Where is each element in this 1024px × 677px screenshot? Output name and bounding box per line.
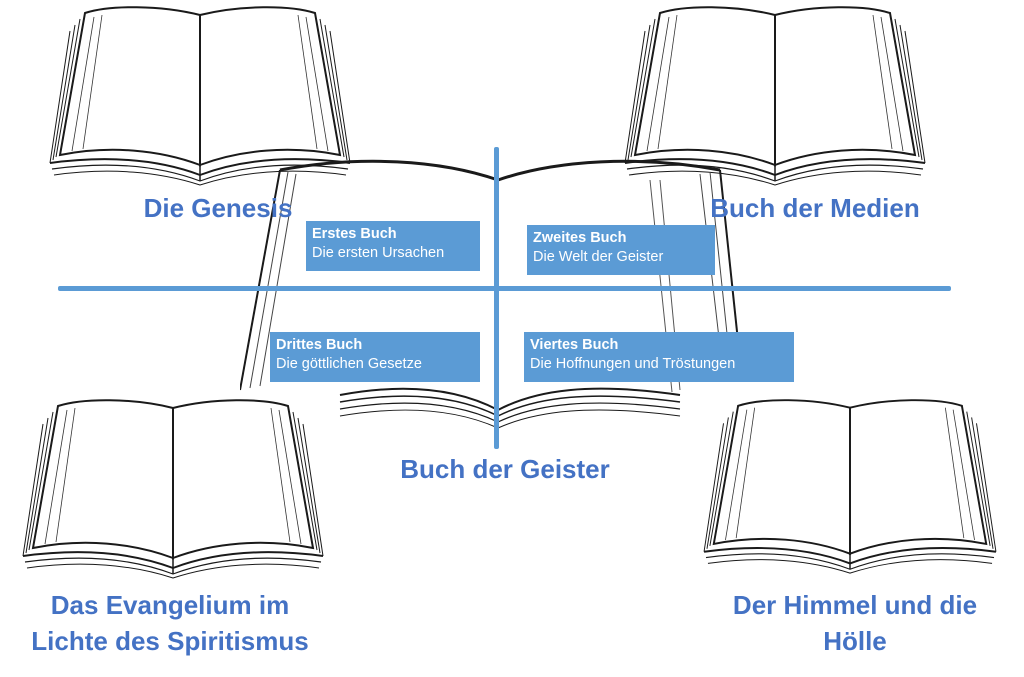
quadrant-box-3-title: Drittes Buch xyxy=(276,337,363,353)
vertical-axis-line xyxy=(494,147,499,449)
title-medien: Buch der Medien xyxy=(710,193,920,223)
title-himmel-line1: Der Himmel und die xyxy=(732,590,978,620)
title-evangelium-line1: Das Evangelium im xyxy=(50,590,290,620)
quadrant-box-2-subtitle: Die Welt der Geister xyxy=(533,249,664,265)
quadrant-box-4-subtitle: Die Hoffnungen und Tröstungen xyxy=(530,356,736,372)
title-genesis: Die Genesis xyxy=(143,193,293,223)
horizontal-axis-line xyxy=(58,286,951,291)
quadrant-box-2: Zweites Buch Die Welt der Geister xyxy=(527,225,715,275)
quadrant-box-3-subtitle: Die göttlichen Gesetze xyxy=(276,356,422,372)
quadrant-box-2-title: Zweites Buch xyxy=(533,230,627,246)
quadrant-box-4-title: Viertes Buch xyxy=(530,337,619,353)
book-evangelium-icon xyxy=(8,398,338,583)
quadrant-box-1-subtitle: Die ersten Ursachen xyxy=(312,245,445,261)
book-himmel-icon xyxy=(690,398,1010,578)
title-evangelium: Das Evangelium im Lichte des Spiritismus xyxy=(20,587,320,659)
quadrant-box-1: Erstes Buch Die ersten Ursachen xyxy=(306,221,480,271)
quadrant-box-1-title: Erstes Buch xyxy=(312,226,397,242)
title-himmel-line2: Hölle xyxy=(823,626,887,656)
title-evangelium-line2: Lichte des Spiritismus xyxy=(31,626,309,656)
quadrant-box-3: Drittes Buch Die göttlichen Gesetze xyxy=(270,332,480,382)
title-himmel: Der Himmel und die Hölle xyxy=(700,587,1010,659)
title-geister: Buch der Geister xyxy=(400,454,610,484)
quadrant-box-4: Viertes Buch Die Hoffnungen und Tröstung… xyxy=(524,332,794,382)
